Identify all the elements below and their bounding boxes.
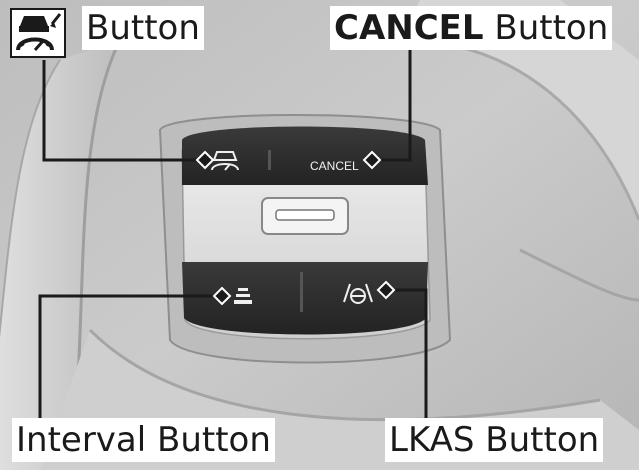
acc-marker <box>195 150 215 170</box>
upper-button-strip <box>182 126 428 185</box>
lkas-leader-line <box>390 288 428 420</box>
cancel-label-bold: CANCEL <box>334 8 484 48</box>
lkas-button-label: LKAS Button <box>385 418 604 462</box>
cancel-button-label: CANCEL Button <box>330 6 613 50</box>
hub-lower-edge <box>519 248 639 302</box>
lower-button-strip <box>182 262 428 335</box>
rim-outer-edge <box>0 59 61 339</box>
interval-leader-line <box>38 294 218 420</box>
interval-marker <box>212 286 232 306</box>
cancel-marker <box>362 150 382 170</box>
rocker-detail <box>275 209 335 221</box>
lkas-marker <box>376 280 396 300</box>
acc-key-icon <box>211 151 239 171</box>
acc-icon-callout <box>10 8 66 58</box>
adaptive-cruise-icon <box>16 13 62 51</box>
leader-markers <box>195 150 396 306</box>
acc-leader-line <box>42 60 205 162</box>
cancel-leader-line <box>378 48 412 162</box>
upper-button-divider <box>268 150 271 170</box>
lower-button-divider <box>300 272 303 312</box>
hub-upper-right <box>400 0 639 220</box>
leader-lines <box>38 48 428 420</box>
spoke-edge <box>88 328 601 422</box>
interval-button-label: Interval Button <box>12 418 275 462</box>
cancel-label-suffix: Button <box>483 8 609 48</box>
cancel-key-text: CANCEL <box>310 159 359 173</box>
lkas-key-icon <box>343 283 373 304</box>
interval-key-icon <box>234 288 252 304</box>
acc-button-label: Button <box>82 6 204 50</box>
